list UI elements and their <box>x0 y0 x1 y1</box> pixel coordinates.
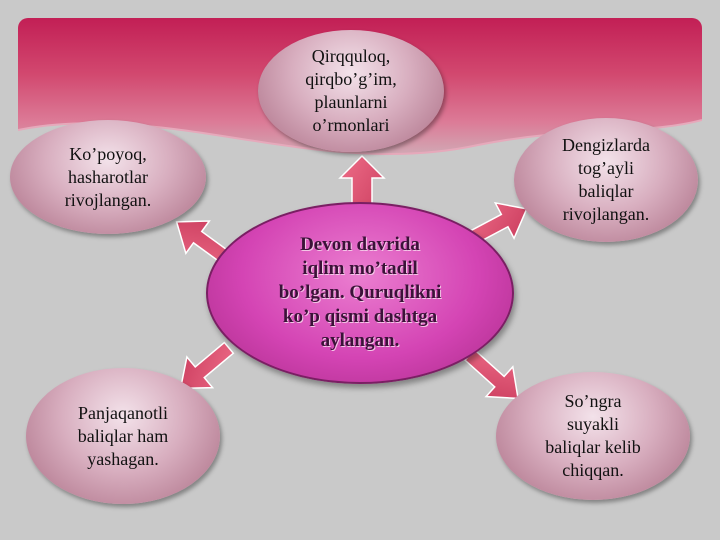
node-bottom-left-text: Panjaqanotli baliqlar ham yashagan. <box>77 402 169 469</box>
node-bottom-right-text: So’ngra suyakli baliqlar kelib chiqqan. <box>545 391 641 480</box>
center-node: Devon davrida iqlim mo’tadil bo’lgan. Qu… <box>206 202 514 384</box>
node-right: Dengizlarda tog’ayli baliqlar rivojlanga… <box>514 118 698 242</box>
node-bottom-right: So’ngra suyakli baliqlar kelib chiqqan. <box>496 372 690 500</box>
node-left: Ko’poyoq, hasharotlar rivojlangan. <box>10 120 206 234</box>
node-bottom-left: Panjaqanotli baliqlar ham yashagan. <box>26 368 220 504</box>
center-node-text: Devon davrida iqlim mo’tadil bo’lgan. Qu… <box>278 234 442 351</box>
arrow-down-left <box>179 341 235 390</box>
node-top: Qirqquloq, qirqbo’g’im, plaunlarni o’rmo… <box>258 30 444 152</box>
node-top-text: Qirqquloq, qirqbo’g’im, plaunlarni o’rmo… <box>305 46 397 135</box>
node-left-text: Ko’poyoq, hasharotlar rivojlangan. <box>64 143 152 210</box>
node-right-text: Dengizlarda tog’ayli baliqlar rivojlanga… <box>562 135 650 224</box>
arrow-down-right <box>463 348 519 400</box>
